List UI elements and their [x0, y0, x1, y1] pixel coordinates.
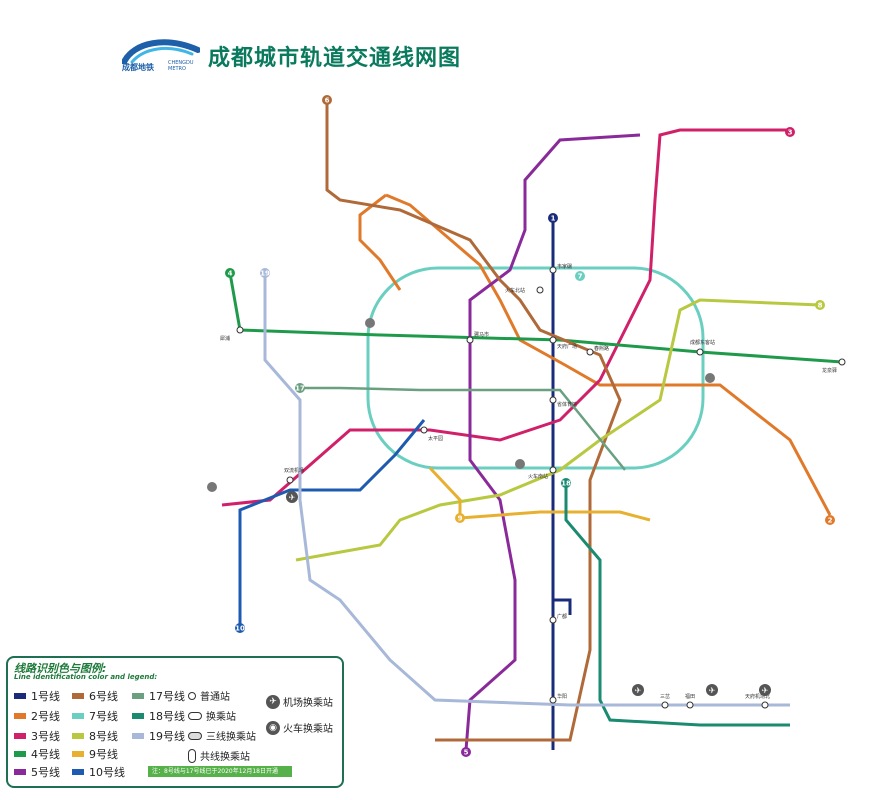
station-label: 骡马市	[474, 331, 489, 338]
legend-subtitle: Line identification color and legend:	[14, 673, 157, 681]
legend-line-9: 9号线	[72, 746, 118, 762]
line-1-branch	[553, 600, 570, 615]
train-icon: ◉	[266, 721, 280, 735]
legend-line-2: 2号线	[14, 708, 60, 724]
station-label: 华阳	[557, 693, 567, 700]
svg-text:9: 9	[458, 515, 463, 523]
legend-note: 注：8号线与17号线已于2020年12月18日开通	[148, 766, 292, 777]
legend-line-1: 1号线	[14, 688, 60, 704]
svg-text:✈: ✈	[635, 686, 642, 695]
station-label: 双流机场	[284, 467, 304, 474]
station-marker	[237, 327, 243, 333]
station-marker	[537, 287, 543, 293]
airport-icon: ✈ ✈ ✈ ✈	[286, 491, 771, 696]
svg-text:6: 6	[325, 97, 330, 105]
legend-line-4: 4号线	[14, 746, 60, 762]
svg-text:19: 19	[260, 270, 270, 278]
legend-line-7: 7号线	[72, 708, 118, 724]
station-marker	[550, 467, 556, 473]
station-label: 福田	[685, 693, 695, 700]
station-marker	[687, 702, 693, 708]
svg-text:10: 10	[235, 625, 245, 633]
station-marker	[550, 617, 556, 623]
legend-line-18: 18号线	[132, 708, 185, 724]
airport-icon: ✈	[266, 695, 280, 709]
svg-text:18: 18	[561, 480, 571, 488]
legend: 线路识别色与图例: Line identification color and …	[6, 656, 344, 788]
station-marker	[662, 702, 668, 708]
station-label: 犀浦	[220, 335, 230, 342]
station-label: 天府广场	[557, 343, 577, 350]
legend-ordinary-station: 普通站	[188, 688, 230, 703]
legend-three-line-station: 三线换乘站	[188, 728, 256, 743]
svg-text:17: 17	[295, 385, 305, 393]
station-label: 省体育馆	[557, 401, 577, 408]
svg-text:7: 7	[578, 273, 583, 281]
station-marker	[697, 349, 703, 355]
station-label: 火车南站	[528, 473, 548, 480]
svg-text:3: 3	[788, 129, 793, 137]
station-label: 韦家碾	[557, 263, 572, 270]
legend-line-3: 3号线	[14, 728, 60, 744]
legend-train-station: ◉ 火车换乘站	[266, 720, 333, 735]
station-label: 春熙路	[594, 345, 609, 352]
station-label: 广都	[557, 613, 567, 620]
station-marker	[467, 337, 473, 343]
legend-line-17: 17号线	[132, 688, 185, 704]
svg-text:5: 5	[464, 749, 469, 757]
stations: 韦家碾 天府广场 春熙路 火车北站 火车南站 犀浦 龙泉驿 双流机场 天府机场北…	[220, 263, 845, 708]
svg-text:2: 2	[828, 517, 833, 525]
station-marker	[550, 397, 556, 403]
svg-text:8: 8	[818, 302, 823, 310]
train-station-icon	[207, 318, 715, 492]
line-7-route	[368, 268, 703, 468]
legend-line-6: 6号线	[72, 688, 118, 704]
station-marker	[550, 337, 556, 343]
legend-airport-station: ✈ 机场换乘站	[266, 694, 333, 709]
station-label: 龙泉驿	[822, 367, 837, 374]
legend-line-10: 10号线	[72, 764, 125, 780]
station-marker	[550, 267, 556, 273]
station-label: 火车北站	[505, 287, 525, 294]
station-label: 三岔	[660, 693, 670, 700]
legend-line-19: 19号线	[132, 728, 185, 744]
station-label: 成都东客站	[690, 339, 715, 346]
legend-transfer-station: 换乘站	[188, 708, 236, 723]
svg-text:✈: ✈	[709, 686, 716, 695]
legend-line-5: 5号线	[14, 764, 60, 780]
legend-collinear-station: 共线换乘站	[188, 748, 250, 763]
station-marker	[287, 477, 293, 483]
svg-text:4: 4	[228, 270, 233, 278]
legend-line-8: 8号线	[72, 728, 118, 744]
station-marker	[587, 349, 593, 355]
line-3-route	[222, 130, 790, 505]
station-marker	[762, 702, 768, 708]
svg-text:✈: ✈	[762, 686, 769, 695]
line-18-route	[566, 483, 790, 725]
station-marker	[421, 427, 427, 433]
badge-label: 1	[551, 215, 556, 223]
station-label: 太平园	[428, 435, 443, 442]
station-marker	[550, 697, 556, 703]
station-marker	[839, 359, 845, 365]
svg-text:✈: ✈	[289, 493, 296, 502]
